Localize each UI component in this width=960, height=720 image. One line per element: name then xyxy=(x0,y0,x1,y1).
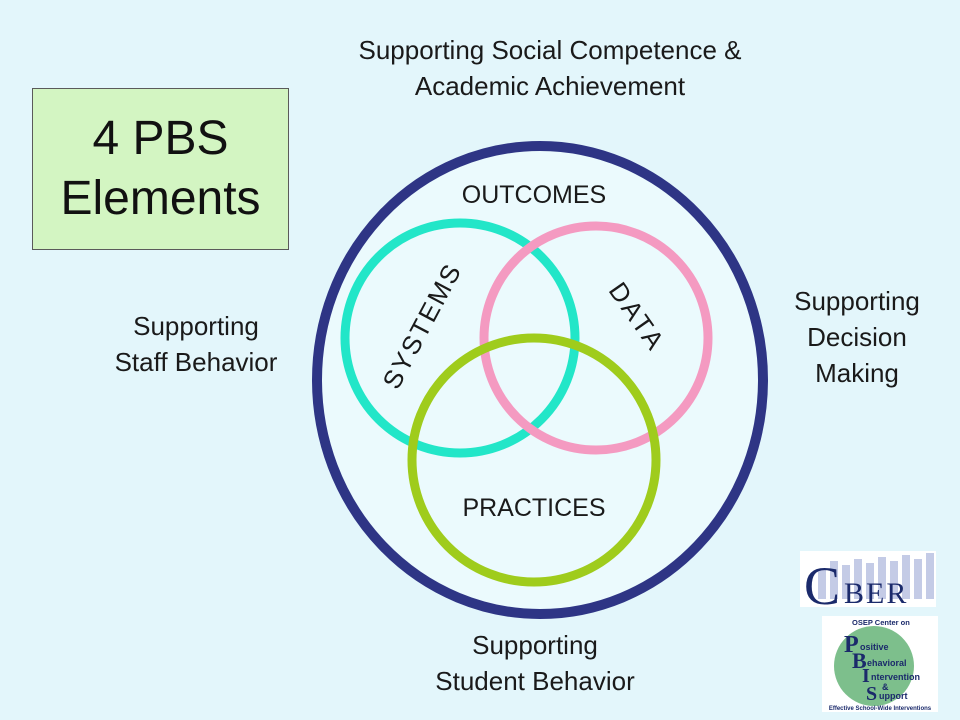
caption-top: Supporting Social Competence & Academic … xyxy=(300,32,800,104)
caption-left-line-2: Staff Behavior xyxy=(114,347,278,377)
title-line-2: Elements xyxy=(60,172,261,225)
practices-label: PRACTICES xyxy=(462,494,605,522)
caption-right-line-2: Decision xyxy=(807,322,907,352)
caption-bottom: Supporting Student Behavior xyxy=(390,627,680,699)
pbis-header: OSEP Center on xyxy=(852,618,910,627)
pbis-letter-p: P xyxy=(844,632,859,658)
cber-big-letter: C xyxy=(804,556,840,607)
pbis-footer: Effective School-Wide Interventions xyxy=(829,706,932,712)
pbis-ampersand: & xyxy=(882,682,889,692)
caption-bottom-line-1: Supporting xyxy=(472,630,598,660)
cber-logo: C BER xyxy=(800,551,936,607)
systems-circle xyxy=(340,218,580,458)
caption-right-line-1: Supporting xyxy=(794,286,920,316)
pbis-word-behavioral: ehavioral xyxy=(867,658,907,668)
cber-letters: BER xyxy=(844,577,908,607)
title-line-1: 4 PBS xyxy=(92,112,229,165)
outcomes-label: OUTCOMES xyxy=(462,181,606,209)
data-circle xyxy=(479,221,713,455)
caption-left-line-1: Supporting xyxy=(133,311,259,341)
caption-right: Supporting Decision Making xyxy=(770,283,944,391)
pbis-letter-b: B xyxy=(852,648,867,673)
pbis-letter-s: S xyxy=(866,683,877,705)
pbis-word-intervention: ntervention xyxy=(871,672,920,682)
title-box: 4 PBS Elements xyxy=(32,88,289,250)
caption-left: Supporting Staff Behavior xyxy=(80,308,312,380)
practices-circle xyxy=(407,333,661,587)
pbis-logo: OSEP Center on P ositive B ehavioral I n… xyxy=(822,616,938,712)
pbis-letter-i: I xyxy=(862,665,870,687)
caption-bottom-line-2: Student Behavior xyxy=(435,666,635,696)
pbis-word-positive: ositive xyxy=(860,642,889,652)
caption-right-line-3: Making xyxy=(815,358,899,388)
caption-top-line-2: Academic Achievement xyxy=(414,71,686,101)
caption-top-line-1: Supporting Social Competence & xyxy=(358,35,742,65)
pbis-word-support: upport xyxy=(879,691,908,701)
